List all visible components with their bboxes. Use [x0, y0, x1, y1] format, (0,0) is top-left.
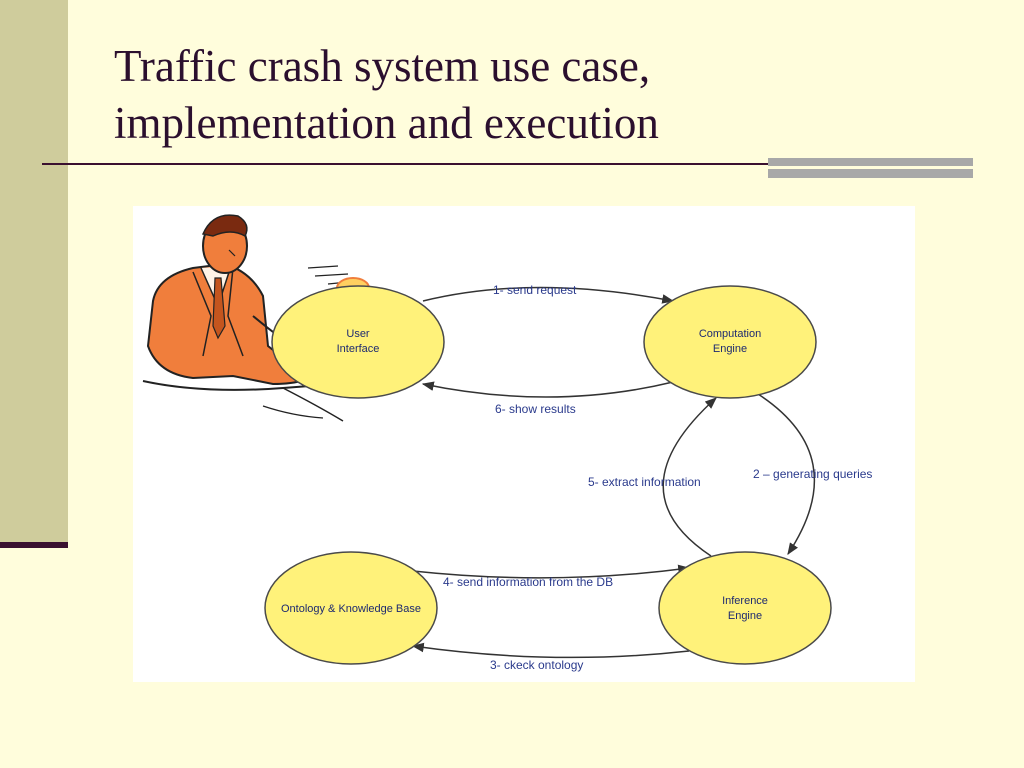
slide-title: Traffic crash system use case, implement… — [114, 38, 914, 152]
node-label-inference: Inference — [722, 595, 768, 607]
edge-show-results — [421, 381, 674, 398]
node-label-inference-engine: Engine — [728, 610, 762, 622]
node-label-computation: Computation — [699, 328, 761, 340]
node-label-user: User — [346, 328, 370, 340]
use-case-diagram: 1- send request 6- show results 2 – gene… — [142, 214, 872, 672]
node-inference-engine: Inference Engine — [658, 551, 832, 665]
edge-label-check-ontology: 3- ckeck ontology — [490, 658, 583, 672]
node-label-interface: Interface — [337, 343, 380, 355]
edge-label-send-information: 4- send information from the DB — [443, 575, 613, 589]
edge-label-extract-information: 5- extract information — [588, 475, 701, 489]
slide-title-line-1: Traffic crash system use case, — [114, 41, 651, 91]
edge-send-request — [422, 286, 675, 304]
node-user-interface: User Interface — [271, 285, 445, 399]
edge-label-generating-queries: 2 – generating queries — [753, 467, 872, 481]
node-label-engine: Engine — [713, 343, 747, 355]
edge-label-send-request: 1- send request — [493, 283, 577, 297]
sidebar-band — [0, 0, 68, 544]
node-label-ontology: Ontology & Knowledge Base — [281, 603, 421, 615]
edge-send-information — [412, 564, 691, 579]
edge-extract-information — [662, 397, 717, 557]
title-accent-bar — [768, 158, 973, 178]
edge-check-ontology — [411, 642, 690, 659]
diagram-panel: 1- send request 6- show results 2 – gene… — [133, 206, 915, 682]
node-computation-engine: Computation Engine — [643, 285, 817, 399]
sidebar-accent-line — [0, 542, 68, 548]
slide-title-line-2: implementation and execution — [114, 98, 659, 148]
edge-label-show-results: 6- show results — [495, 402, 576, 416]
node-ontology-knowledge-base: Ontology & Knowledge Base — [264, 551, 438, 665]
edge-generating-queries — [757, 393, 816, 556]
title-underline — [42, 163, 770, 165]
